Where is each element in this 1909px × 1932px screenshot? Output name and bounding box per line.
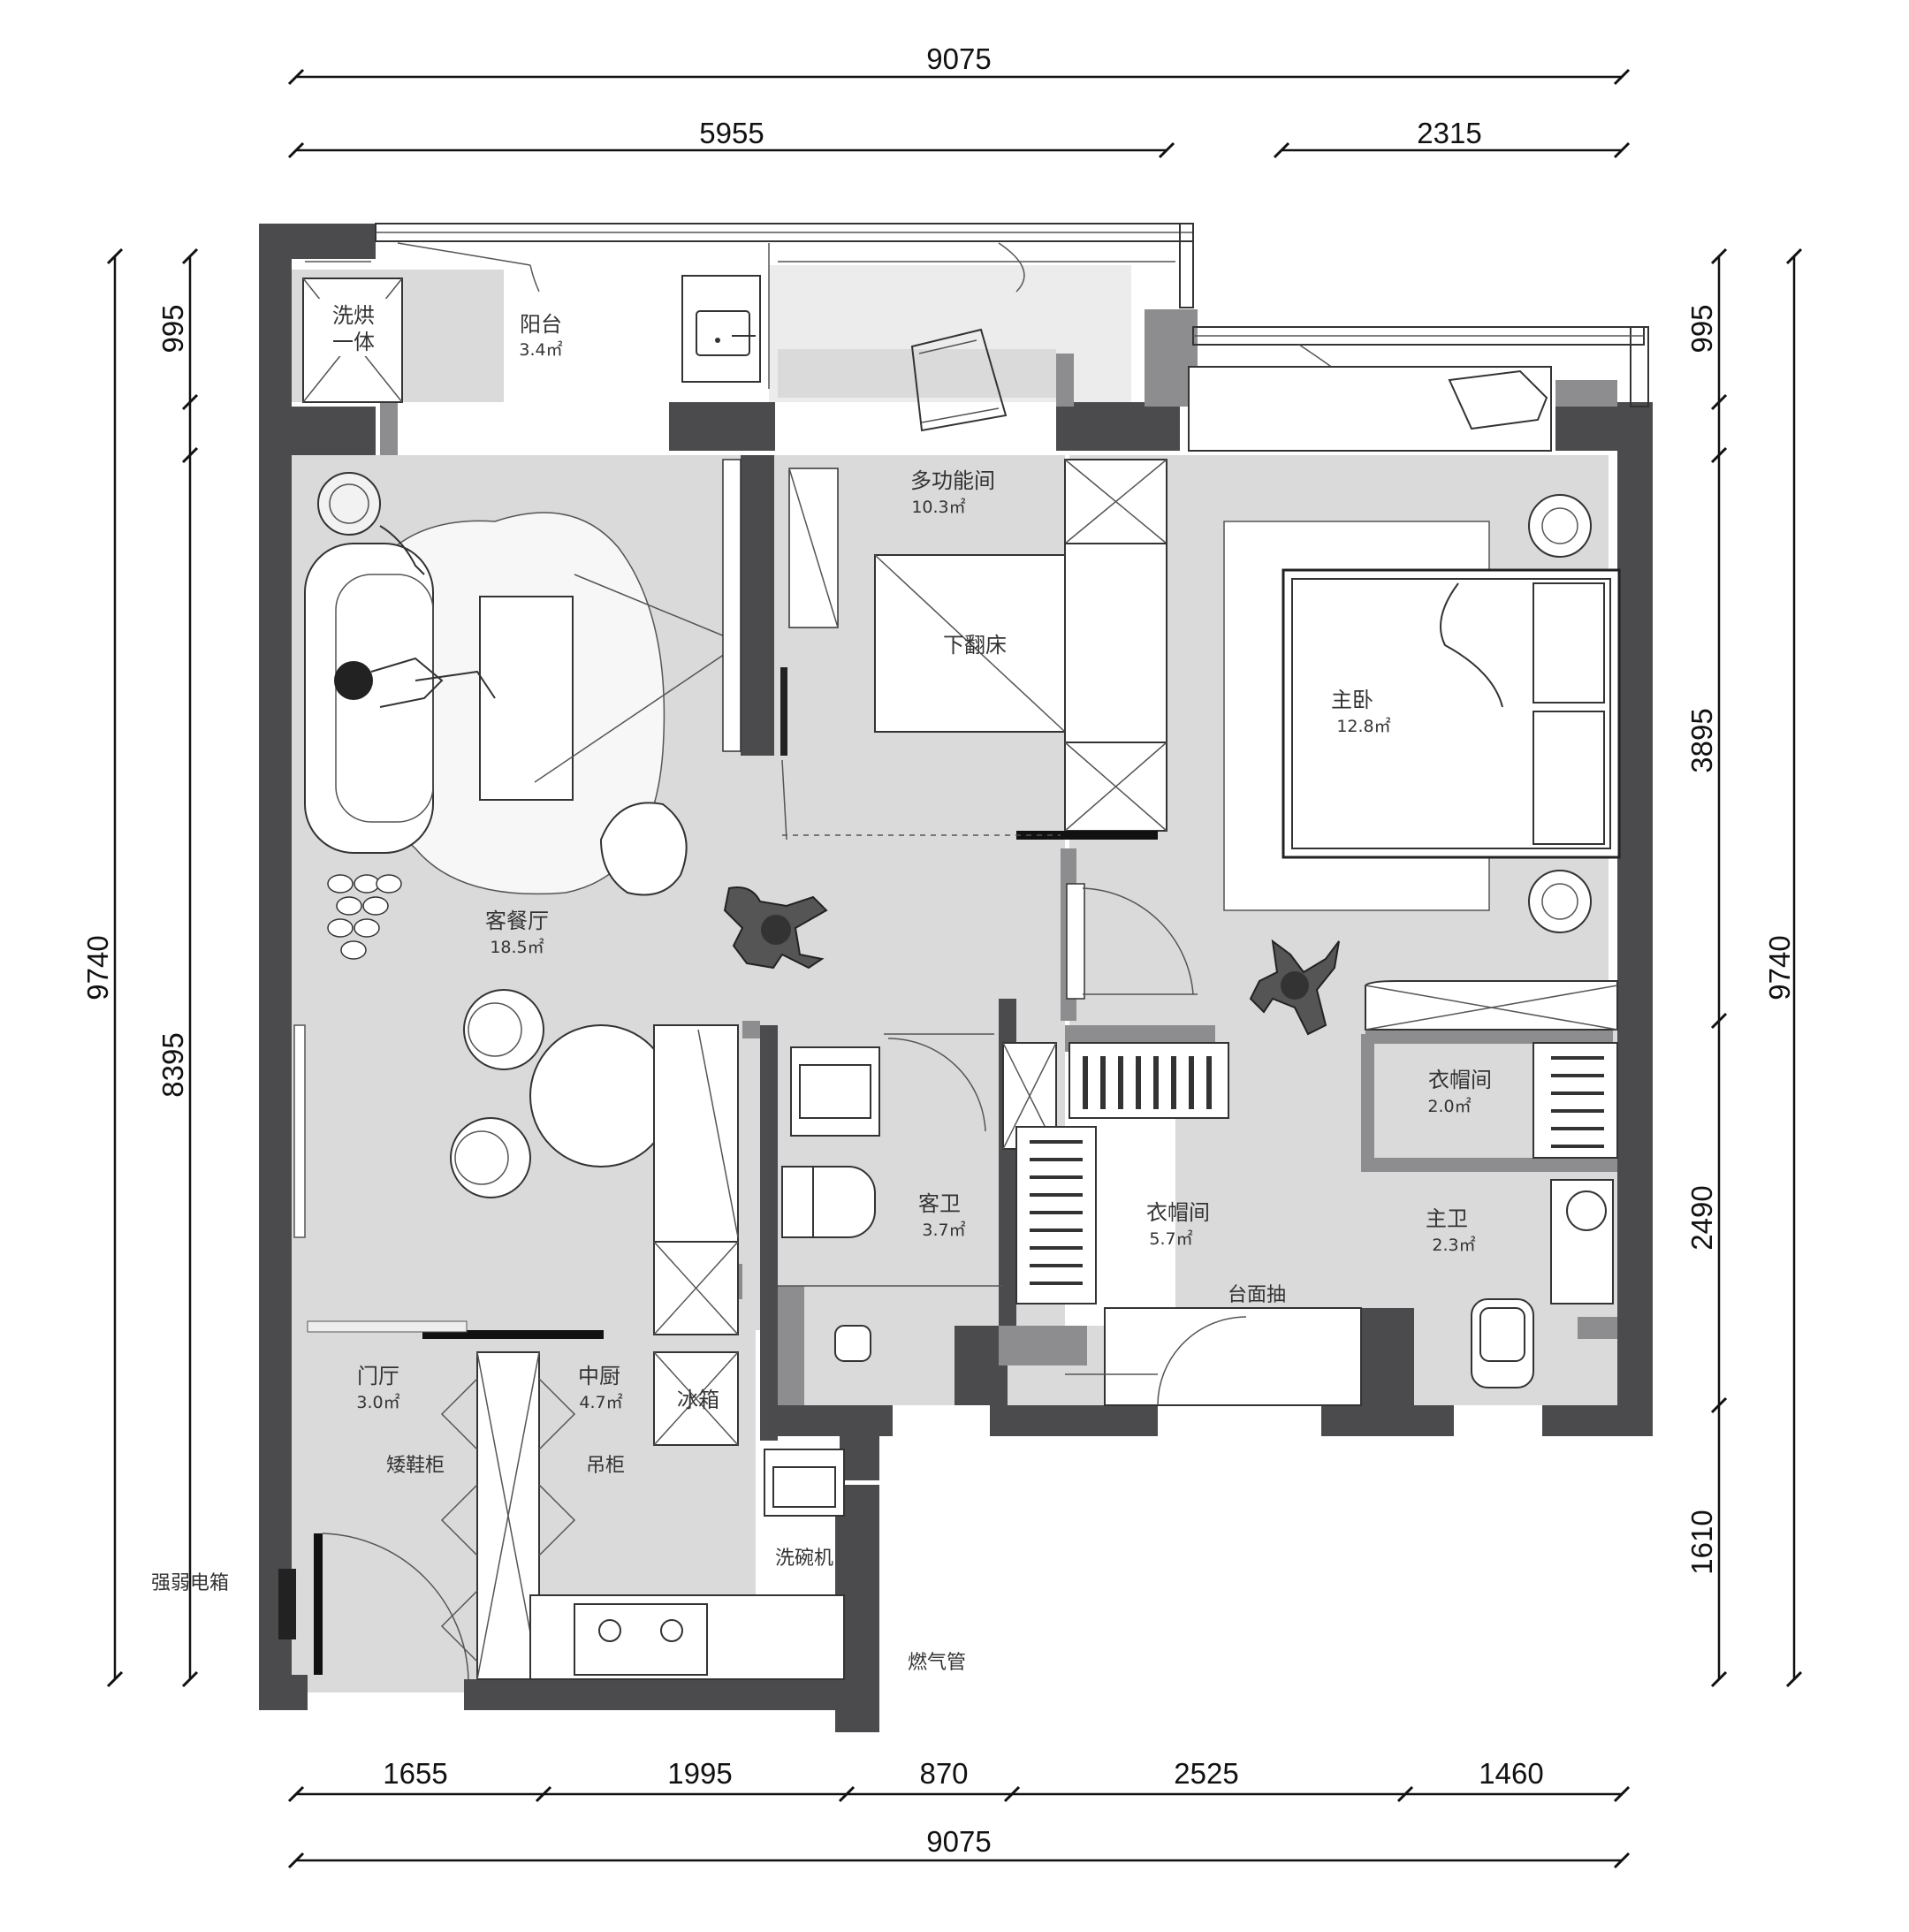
large-cloakroom (1002, 1042, 1362, 1406)
master-bedroom-name: 主卧 (1331, 688, 1373, 712)
electric-box-label: 强弱电箱 (151, 1572, 229, 1594)
dim-bottom-total: 9075 (926, 1825, 991, 1858)
small-cloakroom-area: 2.0㎡ (1427, 1096, 1471, 1116)
fold-bed-label: 下翻床 (943, 633, 1007, 658)
multi-room-furniture (782, 459, 1167, 840)
balcony-name: 阳台 (520, 312, 562, 337)
dim-top-total: 9075 (926, 42, 991, 75)
bedroom-door (1066, 883, 1198, 1000)
master-bedroom-area: 12.8㎡ (1336, 716, 1390, 736)
kitchen-foyer-furniture (278, 1024, 845, 1680)
foyer-name: 门厅 (357, 1364, 399, 1388)
multi-room-name: 多功能间 (910, 468, 995, 493)
dim-right-total: 9740 (1763, 935, 1796, 1000)
living-dining-name: 客餐厅 (485, 909, 549, 933)
living-furniture (293, 472, 1340, 1238)
washer-dryer: 洗烘 一体 (302, 278, 403, 403)
washer-label-2: 一体 (332, 330, 375, 354)
washer-label-1: 洗烘 (332, 303, 375, 328)
dim-bottom-2: 1995 (667, 1757, 732, 1790)
guest-bath-area: 3.7㎡ (922, 1220, 965, 1240)
balcony-area: 3.4㎡ (519, 339, 562, 360)
dim-right-4: 1610 (1685, 1510, 1718, 1574)
multi-room-area: 10.3㎡ (911, 497, 965, 517)
dim-bottom-1: 1655 (383, 1757, 447, 1790)
dim-bottom-5: 1460 (1479, 1757, 1543, 1790)
balcony-windows (305, 223, 1649, 407)
fridge-label: 冰箱 (677, 1388, 719, 1412)
master-bedroom-furniture (1188, 366, 1621, 933)
dimension-lines (106, 68, 1803, 1869)
master-bath-fixtures (1471, 1179, 1614, 1388)
guest-bath-fixtures (778, 1033, 1003, 1362)
large-cloakroom-area: 5.7㎡ (1149, 1228, 1192, 1249)
kitchen-name: 中厨 (578, 1364, 620, 1388)
dim-bottom-3: 870 (919, 1757, 968, 1790)
master-bath-name: 主卫 (1426, 1206, 1468, 1231)
foyer-area: 3.0㎡ (356, 1392, 399, 1412)
dimension-labels: 9075 5955 2315 1655 1995 870 2525 1460 9… (81, 42, 1796, 1858)
guest-bath-name: 客卫 (918, 1191, 961, 1216)
dim-right-2: 3895 (1685, 708, 1718, 772)
shoe-cabinet-label: 矮鞋柜 (386, 1455, 445, 1477)
dim-left-top: 995 (156, 304, 189, 353)
dishwasher-label: 洗碗机 (775, 1548, 833, 1570)
small-cloakroom-name: 衣帽间 (1428, 1068, 1492, 1092)
dim-left-total: 9740 (81, 935, 114, 1000)
master-bath-area: 2.3㎡ (1432, 1235, 1475, 1255)
dim-right-3: 2490 (1685, 1185, 1718, 1250)
dim-top-left: 5955 (699, 117, 764, 149)
room-labels: 阳台 3.4㎡ 多功能间 10.3㎡ 下翻床 主卧 12.8㎡ 客餐厅 18.5… (151, 312, 1492, 1674)
dim-right-1: 995 (1685, 304, 1718, 353)
kitchen-area: 4.7㎡ (579, 1392, 622, 1412)
dim-left-main: 8395 (156, 1032, 189, 1097)
balcony-sink (681, 275, 761, 383)
large-cloakroom-name: 衣帽间 (1146, 1200, 1210, 1225)
wall-cabinet-label: 吊柜 (586, 1455, 625, 1477)
sliding-doors (722, 459, 839, 840)
walls (259, 224, 1653, 1732)
living-dining-area: 18.5㎡ (490, 937, 544, 957)
gas-pipe-label: 燃气管 (908, 1652, 966, 1674)
dim-bottom-4: 2525 (1174, 1757, 1238, 1790)
small-cloakroom (1365, 980, 1618, 1159)
counter-drawer-label: 台面抽 (1228, 1284, 1286, 1306)
dim-top-right: 2315 (1417, 117, 1481, 149)
study-chair (910, 328, 1008, 432)
